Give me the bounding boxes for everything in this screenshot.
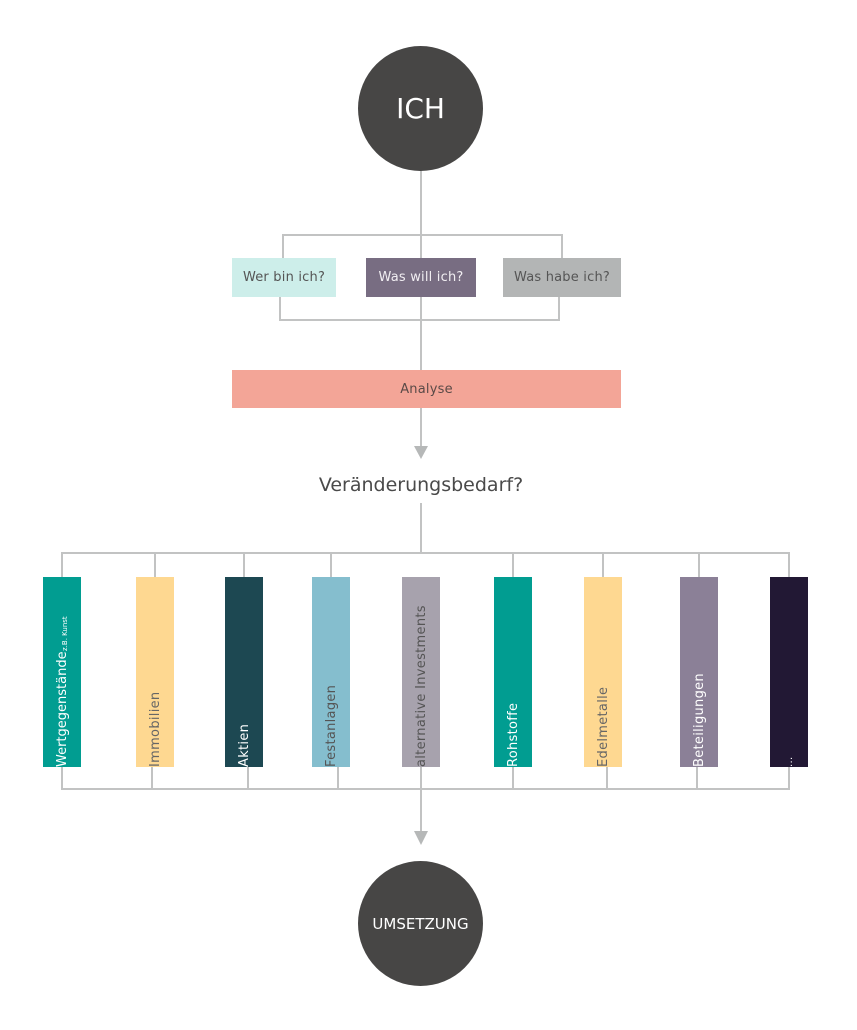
end-node-umsetzung: UMSETZUNG xyxy=(358,861,483,986)
option-label: Wertgegenstände xyxy=(54,651,70,767)
question-label: Wer bin ich? xyxy=(242,270,326,285)
connector-options-bottom-bracket xyxy=(61,767,790,790)
option-wertgegenstaende: Wertgegenstände z.B. Kunst xyxy=(43,577,81,767)
decision-label: Veränderungsbedarf? xyxy=(318,474,524,496)
option-label: Immobilien xyxy=(147,691,163,767)
arrow-down-icon xyxy=(414,446,428,459)
option-aktien: Aktien xyxy=(225,577,263,767)
option-edelmetalle: Edelmetalle xyxy=(584,577,622,767)
option-alternative-investments: alternative Investments xyxy=(402,577,440,767)
question-who-am-i: Wer bin ich? xyxy=(232,258,336,297)
option-label: Rohstoffe xyxy=(505,702,521,767)
question-label: Was will ich? xyxy=(378,270,464,285)
connector-options-top-drops xyxy=(154,553,700,577)
question-label: Was habe ich? xyxy=(514,270,610,285)
connector-questions-top-bracket xyxy=(282,234,563,258)
option-sublabel: z.B. Kunst xyxy=(60,616,69,652)
connector-options-top-bracket xyxy=(61,552,790,577)
option-label: Festanlagen xyxy=(323,684,339,767)
arrow-down-icon xyxy=(414,831,428,845)
option-label: Beteiligungen xyxy=(691,673,707,767)
connector-questions-bottom-bracket xyxy=(279,297,560,321)
option-rohstoffe: Rohstoffe xyxy=(494,577,532,767)
start-node-label: ICH xyxy=(396,92,445,125)
option-label: alternative Investments xyxy=(413,605,429,767)
question-what-do-i-have: Was habe ich? xyxy=(503,258,621,297)
option-label: Aktien xyxy=(236,723,252,767)
start-node-ich: ICH xyxy=(358,46,483,171)
option-immobilien: Immobilien xyxy=(136,577,174,767)
option-festanlagen: Festanlagen xyxy=(312,577,350,767)
analysis-bar: Analyse xyxy=(232,370,621,408)
option-label: Edelmetalle xyxy=(595,686,611,767)
option-beteiligungen: Beteiligungen xyxy=(680,577,718,767)
analysis-label: Analyse xyxy=(400,381,453,397)
end-node-label: UMSETZUNG xyxy=(372,914,469,933)
question-what-do-i-want: Was will ich? xyxy=(366,258,476,297)
option-label: ... xyxy=(783,756,795,767)
option-more: ... xyxy=(770,577,808,767)
connector-options-bottom-drops xyxy=(151,767,698,789)
